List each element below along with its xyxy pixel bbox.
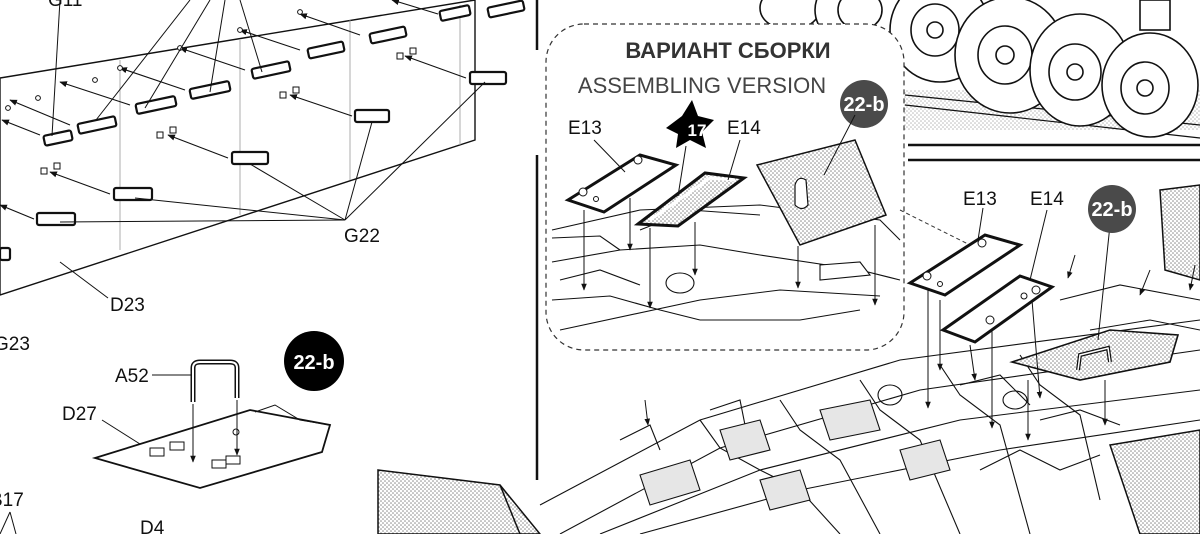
road-wheels-assembly (759, 0, 1200, 139)
main-part-d27-with-handle (1009, 224, 1180, 381)
part-a52-handle (101, 359, 240, 463)
main-label-e13: E13 (963, 189, 997, 210)
inset-part-e14 (633, 139, 748, 228)
main-part-e14 (939, 209, 1056, 344)
label-b17: B17 (0, 490, 24, 511)
inset-hatched-plate (755, 114, 887, 246)
main-badge-22b: 22-b (1088, 185, 1136, 233)
inset-badge-22b: 22-b (840, 80, 888, 128)
main-label-e14: E14 (1030, 189, 1064, 210)
main-assembly-arrows (644, 254, 1196, 441)
label-g22: G22 (344, 226, 380, 247)
inset-part-e13 (564, 139, 680, 214)
inset-label-e14: E14 (727, 118, 761, 139)
track-guide-pieces (0, 0, 526, 262)
hull-rear-plate (1159, 184, 1200, 281)
main-part-e13 (906, 207, 1024, 297)
inset-assembly-arrows (581, 198, 878, 309)
side-plate-d23-outline (0, 0, 476, 296)
hull-side-plate-right (1109, 429, 1200, 535)
mounting-holes (5, 9, 417, 175)
label-d27: D27 (62, 404, 97, 425)
main-hull-view: E13 E14 22-b (377, 184, 1200, 535)
inset-callout-line (899, 209, 971, 246)
g22-leaders (51, 0, 486, 299)
inset-badge-22b-text: 22-b (843, 94, 884, 116)
step-17-number: 17 (688, 121, 707, 140)
label-d23: D23 (110, 295, 145, 316)
inset-title-en: ASSEMBLING VERSION (578, 73, 826, 98)
part-d27 (91, 404, 332, 489)
label-g23: G23 (0, 334, 30, 355)
badge-22b-left: 22-b (284, 331, 344, 391)
hull-deck-lines (539, 284, 1200, 535)
assembling-version-inset: ВАРИАНТ СБОРКИ ASSEMBLING VERSION 22-b 1… (545, 23, 905, 351)
guide-arrows (0, 0, 467, 220)
badge-22b-left-text: 22-b (293, 352, 334, 374)
left-panel-assembly: G11 G22 D23 G23 A52 D27 22-b B17 (0, 0, 526, 539)
b17-leaders (0, 511, 17, 535)
label-a52: A52 (115, 366, 149, 387)
label-d4: D4 (140, 518, 165, 534)
label-g11: G11 (48, 0, 83, 11)
main-badge-22b-text: 22-b (1091, 199, 1132, 221)
inset-label-e13: E13 (568, 118, 602, 139)
step-frames (535, 0, 1200, 480)
inset-title-ru: ВАРИАНТ СБОРКИ (625, 38, 830, 63)
step-17-star: 17 (666, 100, 714, 148)
plate-panel-lines (119, 5, 461, 250)
